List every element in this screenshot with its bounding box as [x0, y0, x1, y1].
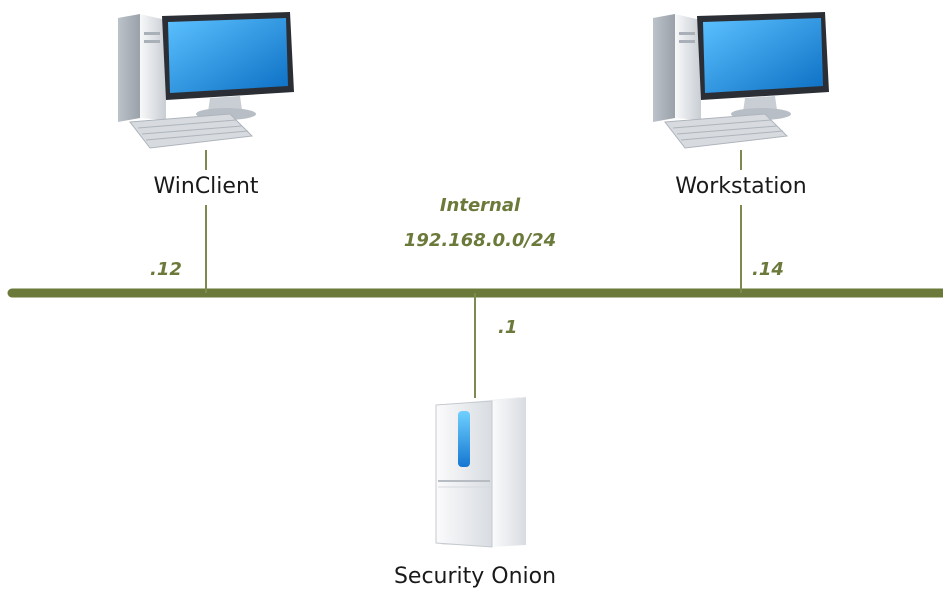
- host-label-workstation: Workstation: [675, 174, 807, 199]
- address-label-security-onion: .1: [498, 317, 518, 338]
- network-name: Internal: [439, 195, 521, 216]
- desktop-computer-icon: [653, 12, 829, 149]
- desktop-computer-icon: [118, 12, 294, 149]
- address-label-winclient: .12: [150, 259, 182, 280]
- server-tower-icon: [435, 397, 526, 548]
- network-subnet: 192.168.0.0/24: [403, 230, 557, 251]
- host-label-security-onion: Security Onion: [393, 564, 557, 589]
- host-label-winclient: WinClient: [153, 174, 259, 199]
- address-label-workstation: .14: [752, 259, 784, 280]
